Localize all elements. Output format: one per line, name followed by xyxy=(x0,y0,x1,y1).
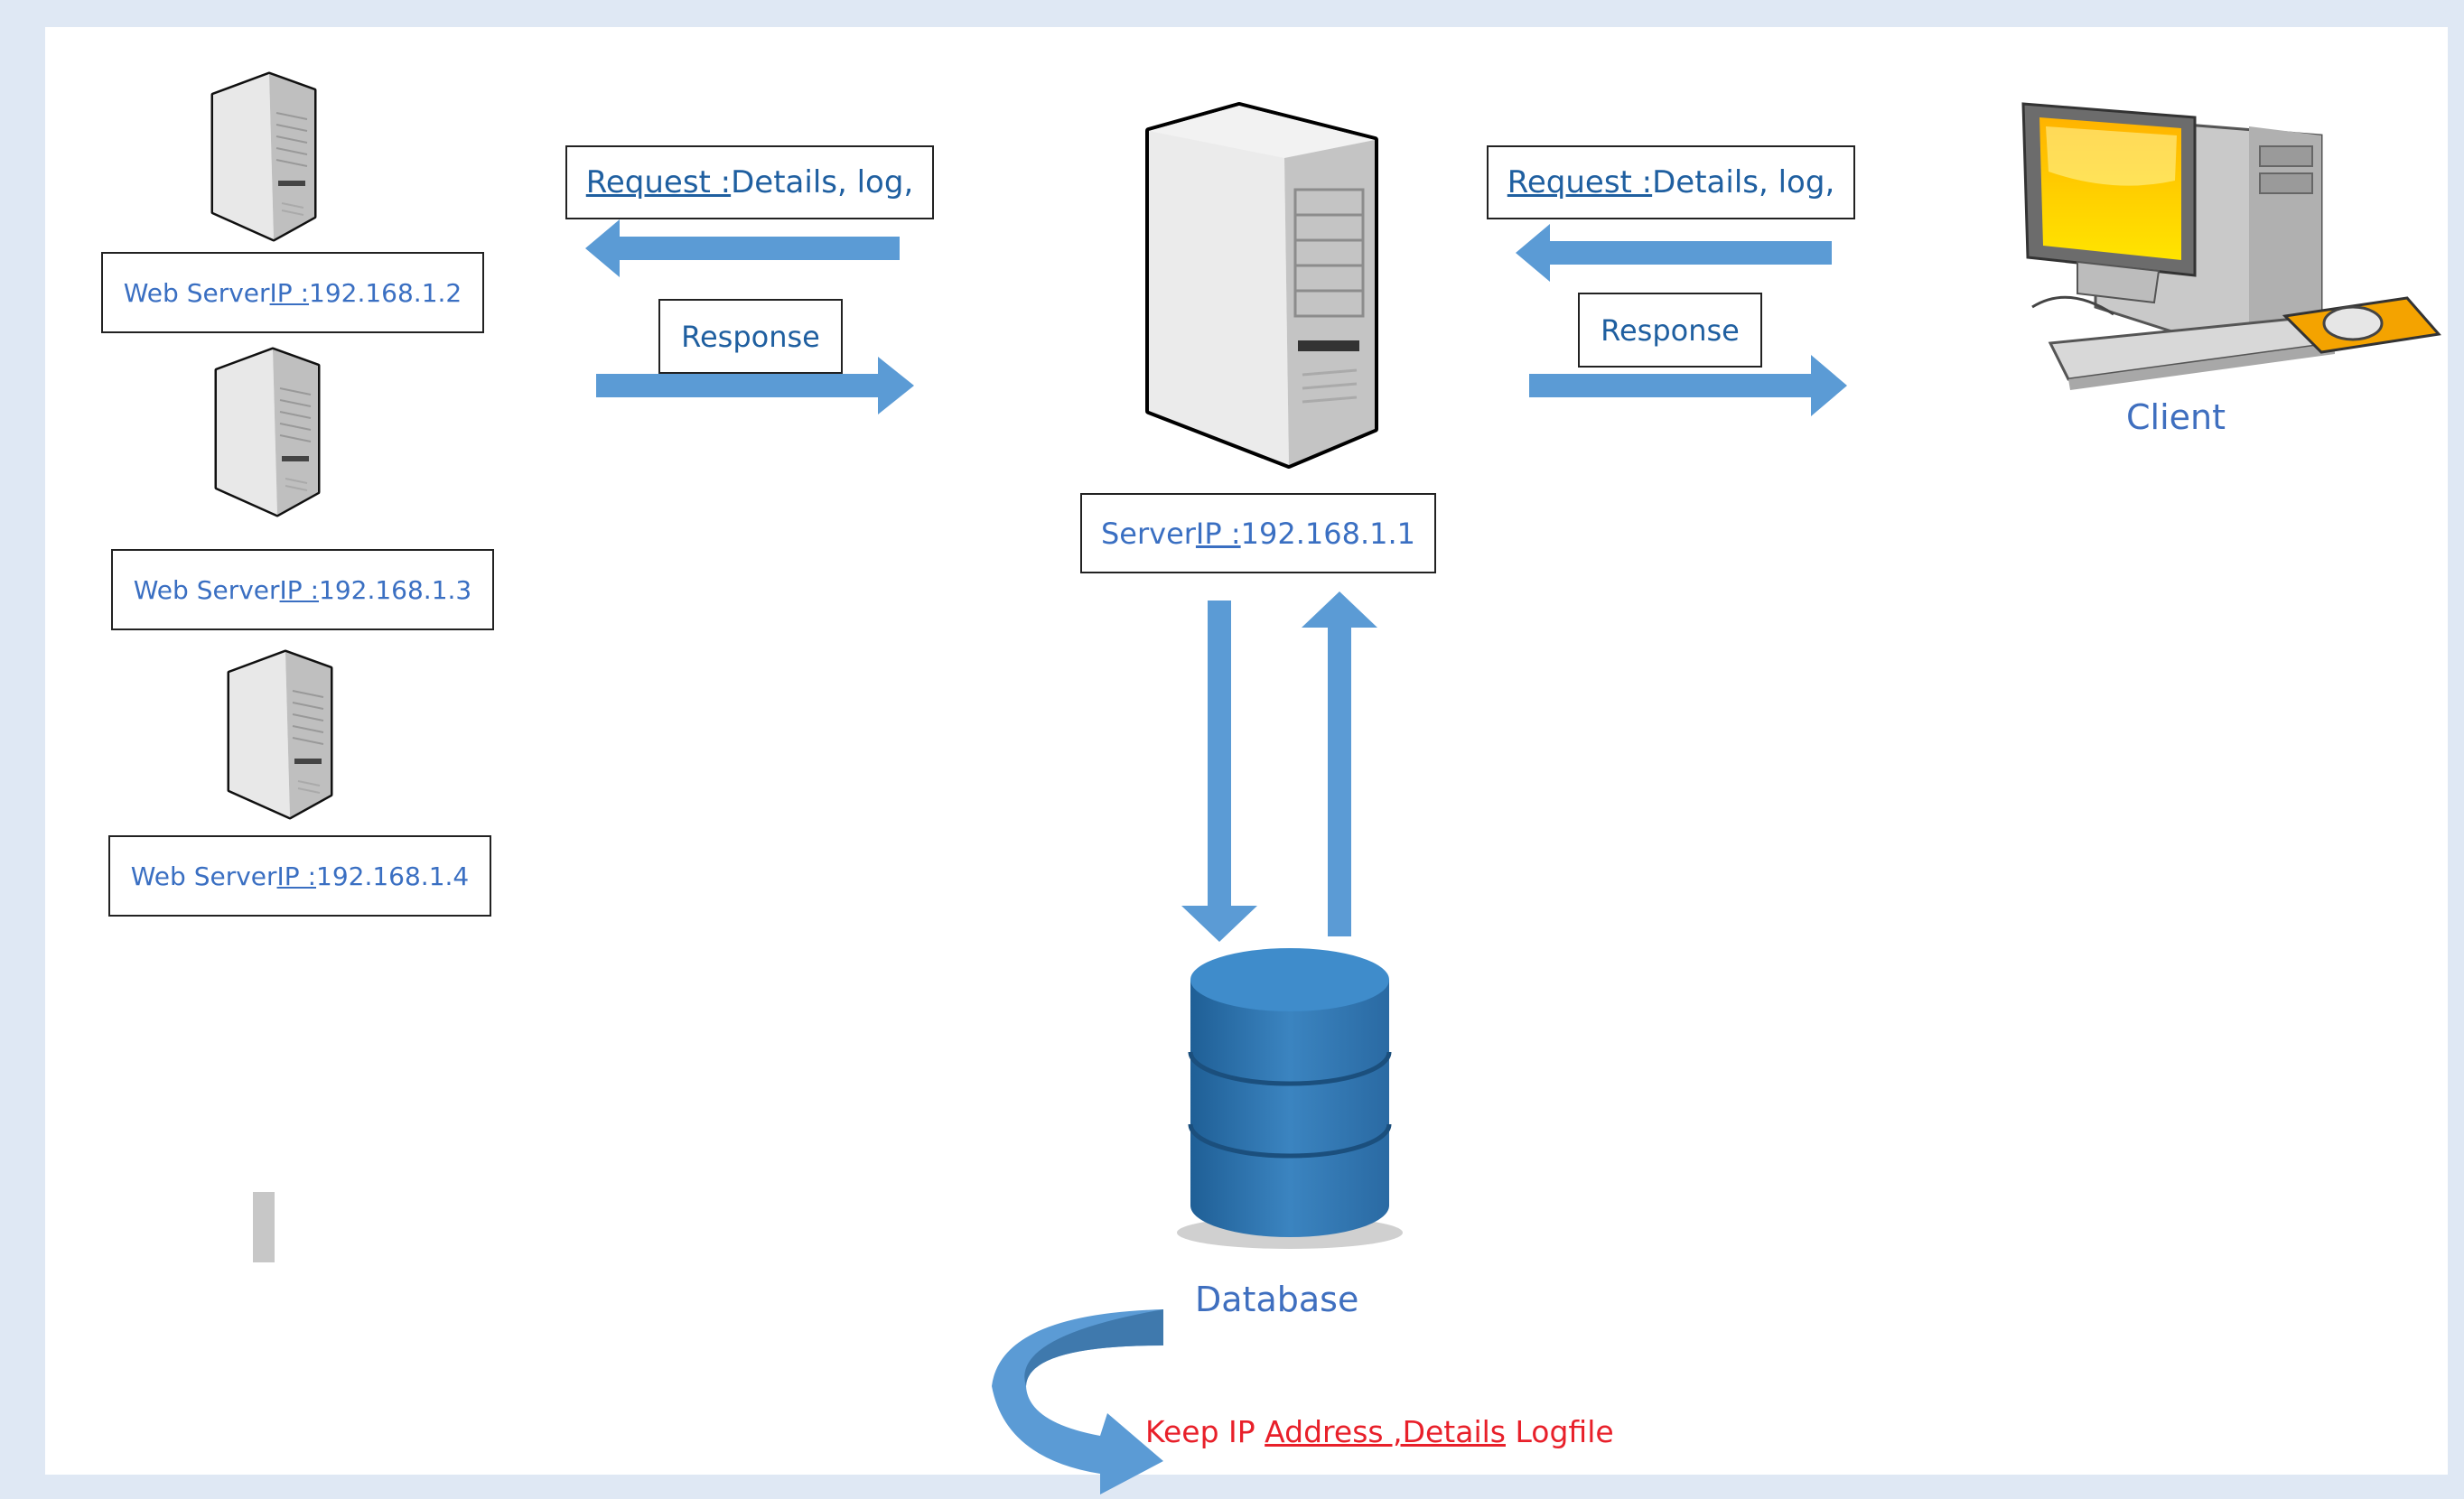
server-icon xyxy=(1145,102,1378,469)
right-request-box: Request : Details, log, xyxy=(1487,145,1855,219)
curved-arrow xyxy=(992,1309,1163,1494)
right-response-arrow xyxy=(1529,355,1847,416)
left-request-box: Request : Details, log, xyxy=(565,145,934,219)
right-response-box: Response xyxy=(1578,293,1762,368)
client-computer-icon xyxy=(2021,102,2441,390)
web-server-label-1: Web Server IP : 192.168.1.2 xyxy=(101,252,484,333)
database-icon xyxy=(1177,948,1403,1249)
web-server-label-2: Web Server IP : 192.168.1.3 xyxy=(111,549,494,630)
diagram-canvas: Web Server IP : 192.168.1.2 Web Server I… xyxy=(45,27,2448,1494)
left-response-box: Response xyxy=(658,299,843,374)
text-cursor-marker xyxy=(253,1192,275,1262)
web-server-icon-1 xyxy=(210,71,317,242)
web-server-label-3: Web Server IP : 192.168.1.4 xyxy=(108,835,491,917)
server-label: Server IP : 192.168.1.1 xyxy=(1080,493,1436,573)
server-to-database-arrow xyxy=(1181,601,1257,942)
web-server-icon-3 xyxy=(227,649,333,820)
client-label: Client xyxy=(2126,397,2226,437)
web-server-icon-2 xyxy=(214,347,321,517)
right-request-arrow xyxy=(1516,224,1832,282)
left-response-arrow xyxy=(596,357,914,414)
left-request-arrow xyxy=(585,219,900,277)
logfile-note: Keep IP Address ,Details Logfile xyxy=(1145,1414,1614,1449)
database-to-server-arrow xyxy=(1302,591,1377,936)
database-label: Database xyxy=(1195,1280,1359,1319)
